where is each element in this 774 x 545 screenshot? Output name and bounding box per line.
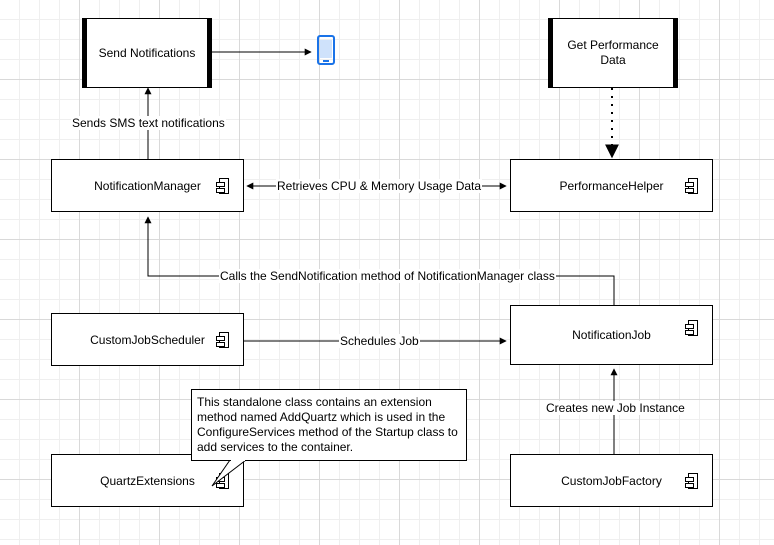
notification-job-node[interactable]: NotificationJob bbox=[510, 305, 713, 365]
edge-label-calls-send: Calls the SendNotification method of Not… bbox=[219, 269, 556, 283]
edge-label-sends-sms: Sends SMS text notifications bbox=[71, 116, 226, 130]
component-icon bbox=[685, 472, 698, 489]
component-icon bbox=[216, 177, 229, 194]
performance-helper-node[interactable]: PerformanceHelper bbox=[510, 159, 713, 212]
get-performance-data-node[interactable]: Get Performance Data bbox=[548, 18, 678, 88]
notification-job-label: NotificationJob bbox=[572, 328, 651, 342]
notification-manager-node[interactable]: NotificationManager bbox=[51, 159, 244, 212]
component-icon bbox=[216, 331, 229, 348]
notification-manager-label: NotificationManager bbox=[94, 178, 201, 193]
component-icon bbox=[685, 177, 698, 194]
component-icon bbox=[685, 320, 698, 336]
get-performance-data-label: Get Performance Data bbox=[567, 38, 659, 67]
edge-label-creates-instance: Creates new Job Instance bbox=[545, 401, 686, 415]
quartz-extensions-label: QuartzExtensions bbox=[100, 473, 195, 488]
custom-job-factory-label: CustomJobFactory bbox=[561, 473, 662, 488]
send-notifications-node[interactable]: Send Notifications bbox=[82, 18, 212, 88]
send-notifications-label: Send Notifications bbox=[98, 46, 196, 60]
performance-helper-label: PerformanceHelper bbox=[559, 178, 664, 193]
custom-job-factory-node[interactable]: CustomJobFactory bbox=[510, 454, 713, 507]
note-text: This standalone class contains an extens… bbox=[197, 395, 458, 454]
mobile-phone-icon bbox=[317, 35, 335, 65]
custom-job-scheduler-node[interactable]: CustomJobScheduler bbox=[51, 313, 244, 366]
quartz-extensions-note: This standalone class contains an extens… bbox=[191, 389, 467, 461]
note-tail-cover bbox=[231, 459, 245, 461]
custom-job-scheduler-label: CustomJobScheduler bbox=[90, 332, 205, 347]
quartz-extensions-node[interactable]: QuartzExtensions bbox=[51, 454, 244, 507]
edge-label-retrieves-cpu: Retrieves CPU & Memory Usage Data bbox=[276, 179, 483, 193]
edge-label-schedules-job: Schedules Job bbox=[339, 334, 420, 348]
